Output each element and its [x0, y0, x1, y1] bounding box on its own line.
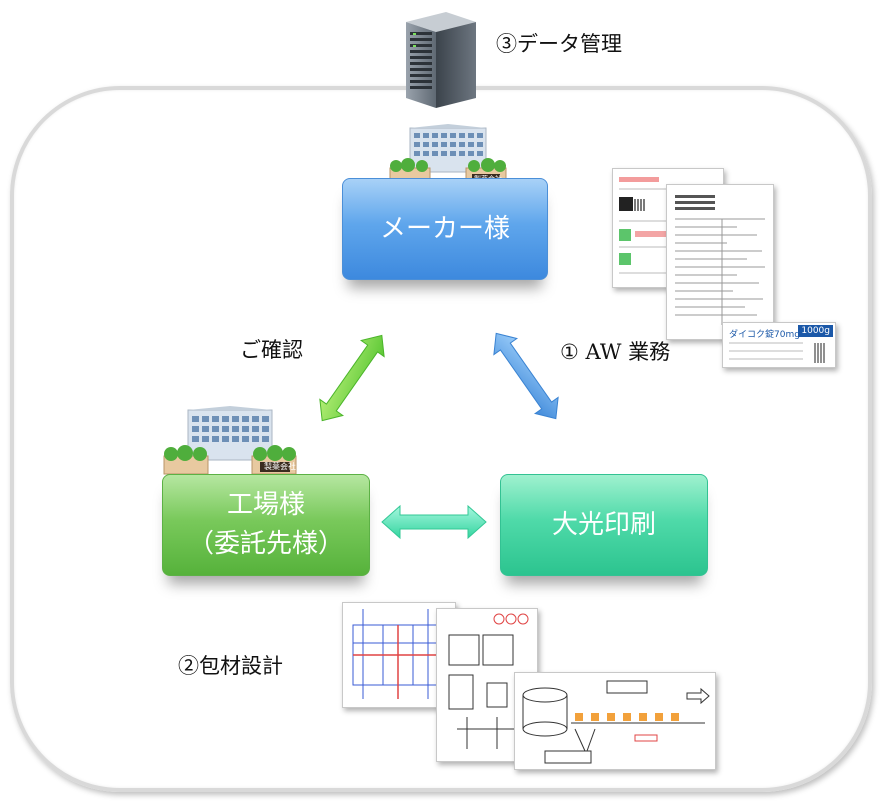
factory-sublabel: （委託先様）: [187, 529, 344, 559]
design-drawing: [514, 672, 716, 770]
factory-label: 工場様: [226, 490, 305, 520]
product-label-sheet: ダイコク錠70mg 1000g: [722, 322, 836, 368]
taiko-box: 大光印刷: [500, 474, 708, 576]
maker-label: メーカー様: [379, 213, 510, 244]
product-size: 1000g: [798, 325, 833, 337]
product-name: ダイコク錠70mg: [729, 330, 800, 340]
building-sign: 製薬会社: [264, 462, 296, 471]
taiko-label: 大光印刷: [551, 509, 656, 540]
aw-arrow: [493, 332, 559, 420]
building-icon: [163, 406, 297, 475]
confirmation-label: ご確認: [240, 338, 303, 362]
document-sheet: [666, 184, 774, 340]
server-icon: [406, 12, 476, 108]
maker-box: メーカー様: [342, 178, 548, 280]
factory-box: 工場様 （委託先様）: [162, 474, 370, 576]
confirm-arrow: [319, 334, 385, 422]
design-arrow: [381, 504, 487, 540]
packaging-design-label: ②包材設計: [178, 654, 283, 678]
data-management-label: ③データ管理: [496, 32, 622, 56]
aw-business-label: ① AW 業務: [560, 340, 671, 364]
